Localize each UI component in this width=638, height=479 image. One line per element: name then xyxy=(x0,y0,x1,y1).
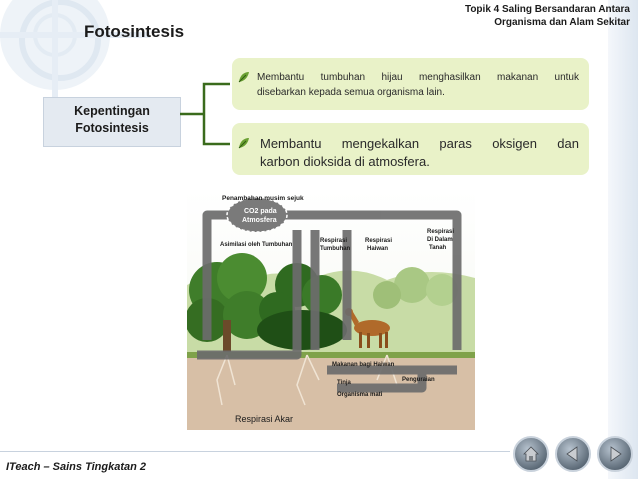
topic-header: Topik 4 Saling Bersandaran Antara Organi… xyxy=(465,3,630,29)
label-penguraian: Penguraian xyxy=(402,377,435,383)
next-button[interactable] xyxy=(597,436,633,472)
page-title: Fotosintesis xyxy=(84,22,185,41)
label-makanan: Makanan bagi Haiwan xyxy=(332,362,395,368)
point-1-line-2: disebarkan kepada semua organisma lain. xyxy=(257,87,445,98)
topic-line-2: Organisma dan Alam Sekitar xyxy=(494,17,630,28)
label-resp-tumbuhan-2: Tumbuhan xyxy=(320,246,351,252)
concept-line-1: Kepentingan xyxy=(74,104,150,118)
label-top: Penambahan musim sejuk xyxy=(222,195,304,202)
label-resp-haiwan-2: Haiwan xyxy=(367,246,388,252)
topic-line-1: Topik 4 Saling Bersandaran Antara xyxy=(464,4,630,15)
footer: ITeach – Sains Tingkatan 2 xyxy=(0,451,638,479)
co2-cloud xyxy=(227,198,287,232)
point-2-line-2: karbon dioksida di atmosfera. xyxy=(260,154,430,169)
bushes-right xyxy=(373,267,458,309)
decorative-circles xyxy=(0,0,150,120)
leaf-bullet-icon xyxy=(238,72,249,83)
leaf-bullet-icon xyxy=(238,138,249,149)
concept-box: Kepentingan Fotosintesis xyxy=(43,97,181,147)
label-tinja: Tinja xyxy=(337,380,352,386)
label-organisma-mati: Organisma mati xyxy=(337,392,383,398)
home-button[interactable] xyxy=(513,436,549,472)
prev-button[interactable] xyxy=(555,436,591,472)
carbon-cycle-diagram: Penambahan musim sejuk CO2 pada Atmosfer… xyxy=(187,190,475,430)
label-resp-tumbuhan-1: Respirasi xyxy=(320,238,347,244)
point-box-2: Membantu mengekalkan paras oksigen dan k… xyxy=(232,123,589,175)
point-box-1: Membantu tumbuhan hijau menghasilkan mak… xyxy=(232,58,589,110)
prev-arrow-icon xyxy=(566,446,578,462)
connector-lines xyxy=(180,82,230,146)
home-icon xyxy=(523,446,539,462)
point-1-line-1: Membantu tumbuhan hijau menghasilkan mak… xyxy=(257,72,579,83)
right-decor-band xyxy=(608,0,638,479)
label-resp-tanah-2: Di Dalam xyxy=(427,237,453,243)
label-respirasi-akar: Respirasi Akar xyxy=(235,414,293,424)
footer-text: ITeach – Sains Tingkatan 2 xyxy=(6,461,146,473)
label-resp-haiwan-1: Respirasi xyxy=(365,238,392,244)
label-co2-2: Atmosfera xyxy=(242,217,277,224)
label-resp-tanah-3: Tanah xyxy=(429,245,447,251)
label-resp-tanah-1: Respirasi xyxy=(427,229,454,235)
label-co2-1: CO2 pada xyxy=(244,208,277,215)
tree-middle xyxy=(257,263,347,350)
label-asimilasi: Asimilasi oleh Tumbuhan xyxy=(220,242,293,248)
point-2-line-1: Membantu mengekalkan paras oksigen dan xyxy=(260,136,579,151)
next-arrow-icon xyxy=(610,446,622,462)
concept-line-2: Fotosintesis xyxy=(75,121,149,135)
footer-divider xyxy=(0,451,510,452)
cycle-arrows xyxy=(197,210,462,393)
